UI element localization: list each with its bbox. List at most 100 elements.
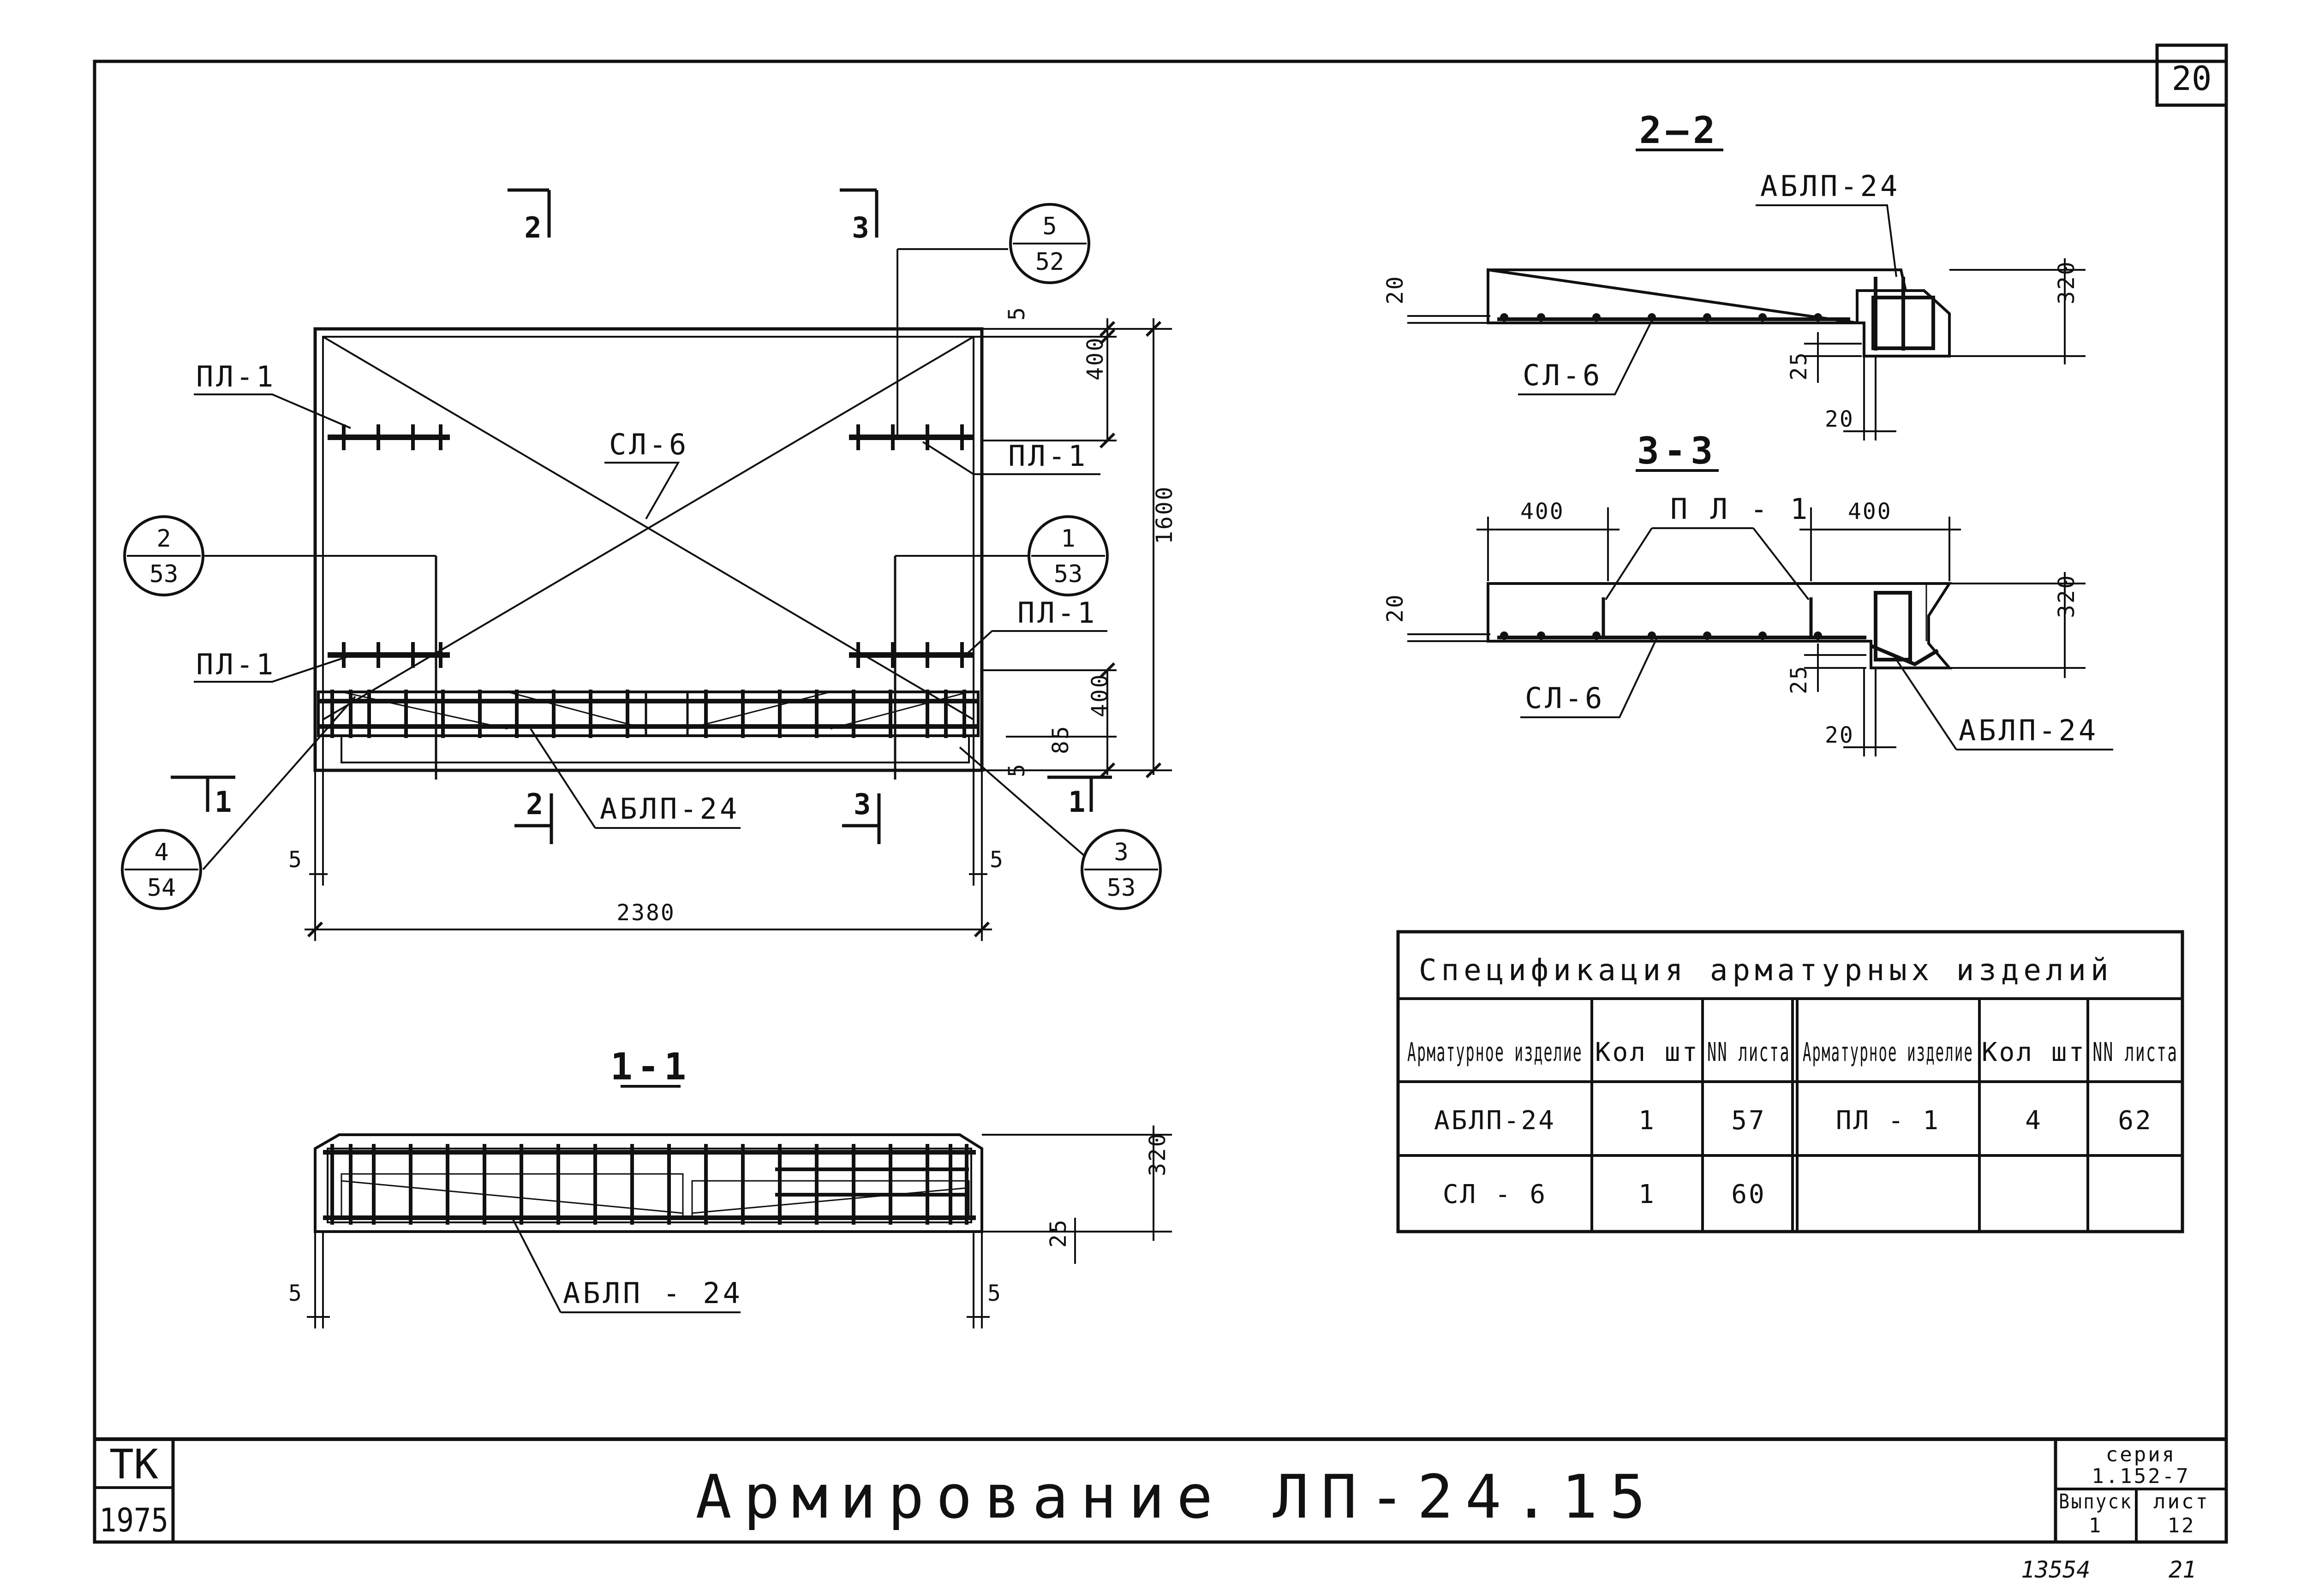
plan-section-marks-bottom-right-text: 1 [1068,785,1085,819]
td-0-3: ПЛ - 1 [1836,1106,1940,1136]
callout-1-53[interactable]: 1 53 [1028,515,1109,596]
label-sl6-s22: СЛ-6 [1523,358,1602,392]
label-ablp24-s11: АБЛП - 24 [563,1276,743,1310]
year: 1975 [99,1501,168,1539]
pl1-mark-tr [849,424,974,450]
series-value: 1.152-7 [2092,1465,2190,1488]
plan-callouts-3-top-text: 4 [154,839,168,866]
plan-callouts-3-bottom-text: 54 [147,874,176,902]
section-3-3-dims-height-text: 320 [2054,574,2080,618]
section-3-3-title: 3-3 [1637,429,1718,472]
section-mark-3-bottom [842,793,881,844]
th-sheet-2: NN листа [2093,1037,2178,1067]
section-1-1-dims-height-text: 320 [1145,1132,1171,1176]
label-pl1-tl: ПЛ-1 [196,360,276,393]
section-3-3: 3-3 П Л - 1 СЛ-6 АБЛП-24 [1382,429,2113,756]
section-2-2-dims-d25-text: 25 [1786,351,1812,381]
sheet-label: лист [2153,1490,2210,1513]
label-ablp24-s33: АБЛП-24 [1959,714,2098,747]
plan-view: 5 52 2 53 1 53 4 54 3 53 ПЛ-1 [121,188,1177,941]
th-qty-1: Кол шт [1595,1037,1699,1067]
plan-dims-right-gap-text: 5 [990,847,1004,873]
drawing-title: Армирование ЛП-24.15 [695,1462,1657,1532]
section-3-3-dims-left-text: 400 [1520,499,1565,524]
section-1-1: 1-1 АБЛП - 24 [288,1045,1172,1328]
plan-section-marks-top-right-text: 3 [852,211,869,244]
issue-value: 1 [2089,1514,2103,1537]
plan-callouts-0-top-text: 5 [1042,213,1057,240]
plan-callouts-4-top-text: 3 [1114,839,1128,866]
label-ablp24-plan: АБЛП-24 [600,792,740,826]
th-item-2: Арматурное изделие [1803,1037,1973,1067]
section-mark-3-top [840,188,879,238]
section-2-2-dims-height-text: 320 [2054,260,2080,304]
plan-outline [313,327,984,772]
section-mark-2-bottom [514,793,553,844]
section-3-3-dims-d25-text: 25 [1786,665,1812,694]
section-1-1-dims-right-text: 5 [987,1280,1002,1306]
inventory-number: 13554 [2021,1556,2091,1583]
label-sl6-plan: СЛ-6 [609,428,689,461]
plan-dims-left-gap-text: 5 [288,847,303,873]
plan-dims-bottom-gap-text: 5 [1004,762,1030,777]
callout-5-52[interactable]: 5 52 [1009,203,1090,284]
td-0-0: АБЛП-24 [1434,1106,1556,1136]
section-3-3-dims-right-text: 400 [1848,499,1892,524]
plan-callouts-1-bottom-text: 53 [149,560,179,588]
org-code: ТК [109,1441,158,1488]
plan-dims-width-text: 2380 [616,900,675,926]
callout-3-53[interactable]: 3 53 [1081,829,1162,910]
label-pl1-br: ПЛ-1 [1017,596,1097,630]
td-0-1: 1 [1638,1106,1656,1136]
section-1-1-title: 1-1 [610,1045,691,1088]
section-mark-2-top [508,188,551,238]
section-2-2-title: 2—2 [1639,109,1720,152]
page-number: 21 [2169,1556,2196,1583]
sheet-value: 12 [2168,1514,2196,1537]
label-ablp24-s22: АБЛП-24 [1760,169,1900,203]
section-3-3-dims-d20-left-text: 20 [1382,593,1408,623]
td-1-2: 60 [1731,1179,1766,1209]
sheet-number: 20 [2172,59,2212,98]
plan-dims-upper-text: 400 [1082,336,1108,381]
label-pl1-s33: П Л - 1 [1670,492,1810,526]
td-0-4: 4 [2025,1106,2043,1136]
section-1-1-dims-d25-text: 25 [1046,1218,1071,1248]
section-mark-1-left [171,775,235,812]
label-sl6-s33: СЛ-6 [1525,681,1605,715]
plan-dims-top-gap-text: 5 [1004,306,1030,321]
callout-4-54[interactable]: 4 54 [121,829,202,910]
plan-callouts-2-top-text: 1 [1061,525,1075,553]
th-sheet-1: NN листа [1707,1037,1790,1067]
td-1-1: 1 [1638,1179,1656,1209]
sheet-number-box [2155,43,2228,107]
series-label: серия [2106,1443,2176,1466]
pl1-mark-tl [328,424,450,450]
issue-label: Выпуск [2059,1490,2133,1513]
td-0-5: 62 [2118,1106,2152,1136]
plan-section-marks-bottom-mid-right-text: 3 [854,787,871,821]
section-1-1-dims-left-text: 5 [288,1280,303,1306]
plan-inner-outline [322,336,974,770]
th-item-1: Арматурное изделие [1407,1037,1583,1067]
plan-callouts-2-bottom-text: 53 [1054,560,1083,588]
td-0-2: 57 [1731,1106,1766,1136]
th-qty-2: Кол шт [1982,1037,2086,1067]
ablp24-cage-plan [317,690,980,763]
plan-dims-lower-text: 400 [1087,673,1113,717]
plan-dims-d85-text: 85 [1048,725,1074,754]
label-pl1-bl: ПЛ-1 [196,648,276,681]
section-3-3-dims-d20-bottom-text: 20 [1825,722,1854,748]
callout-2-53[interactable]: 2 53 [123,515,204,596]
plan-callouts-4-bottom-text: 53 [1107,874,1136,902]
spec-table: Спецификация арматурных изделий Арматурн… [1396,930,2184,1233]
plan-callouts-1-top-text: 2 [156,525,171,553]
plan-dimensions [305,318,1172,941]
plan-section-marks-bottom-left-text: 1 [215,785,232,819]
title-block: ТК 1975 Армирование ЛП-24.15 серия 1.152… [95,1437,2226,1542]
sheet-frame [93,60,2228,1544]
td-1-0: СЛ - 6 [1443,1179,1547,1209]
plan-section-marks-bottom-mid-left-text: 2 [526,787,543,821]
section-2-2-dims-d20-left-text: 20 [1382,275,1408,304]
